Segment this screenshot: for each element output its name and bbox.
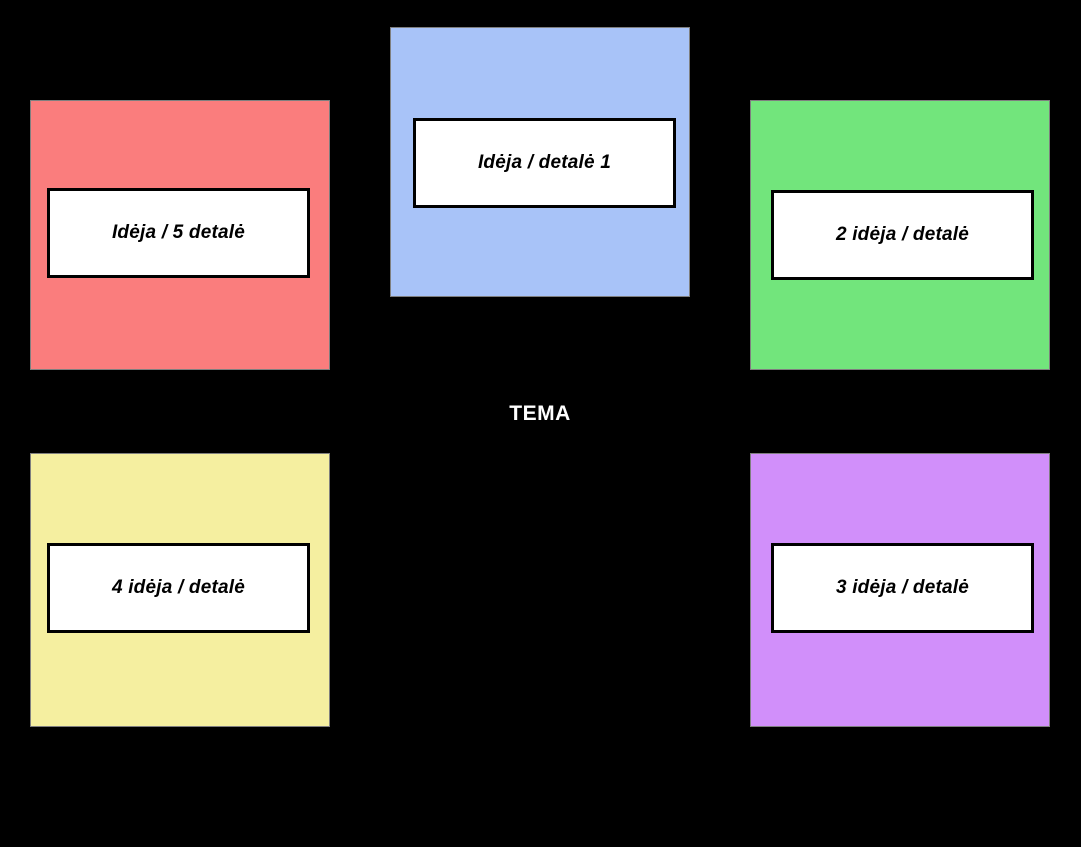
idea-label-box-blue[interactable]: Idėja / detalė 1 xyxy=(413,118,676,208)
idea-label-text-purple: 3 idėja / detalė xyxy=(835,576,970,598)
idea-label-box-purple[interactable]: 3 idėja / detalė xyxy=(771,543,1034,633)
idea-label-box-yellow[interactable]: 4 idėja / detalė xyxy=(47,543,310,633)
idea-label-text-yellow: 4 idėja / detalė xyxy=(111,576,246,598)
idea-label-text-red: Idėja / 5 detalė xyxy=(111,221,246,243)
idea-label-box-green[interactable]: 2 idėja / detalė xyxy=(771,190,1034,280)
idea-label-text-green: 2 idėja / detalė xyxy=(835,223,970,245)
idea-label-text-blue: Idėja / detalė 1 xyxy=(477,151,612,173)
idea-label-box-red[interactable]: Idėja / 5 detalė xyxy=(47,188,310,278)
theme-center-label: TEMA xyxy=(509,402,571,425)
